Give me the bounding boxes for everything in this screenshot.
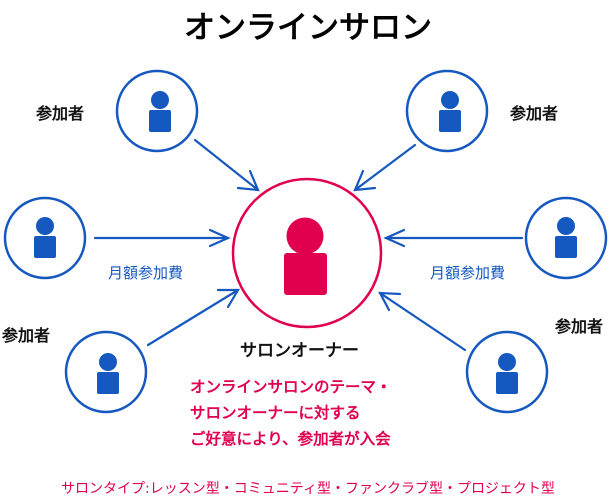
person-icon [555,217,577,258]
participant-label: 参加者 [555,317,604,336]
owner-label: サロンオーナー [240,341,359,361]
person-icon [34,217,56,258]
person-icon [496,353,518,394]
person-icon [149,91,171,132]
salon-types: サロンタイプ:レッスン型・コミュニティ型・ファンクラブ型・プロジェクト型 [61,481,555,497]
arrow-top-right [353,143,417,192]
fee-label: 月額参加費 [108,264,184,282]
participant-label: 参加者 [510,104,559,123]
arrow-mid-right [383,228,524,248]
arrow-top-left [193,138,260,192]
participant-label: 参加者 [2,326,51,345]
arrow-bottom-left [146,288,240,347]
page-title: オンラインサロン [184,10,432,46]
arrow-bottom-right [378,291,467,352]
description-line: ご好意により、参加者が入会 [190,430,391,448]
arrow-mid-left [93,228,231,248]
person-icon [439,91,461,132]
description-line: オンラインサロンのテーマ・ [190,378,392,396]
owner-person-icon [284,217,327,295]
participant-label: 参加者 [36,104,85,123]
owner-description: オンラインサロンのテーマ・ サロンオーナーに対する ご好意により、参加者が入会 [190,374,392,452]
description-line: サロンオーナーに対する [190,404,361,422]
person-icon [97,353,119,394]
fee-label: 月額参加費 [430,264,506,282]
